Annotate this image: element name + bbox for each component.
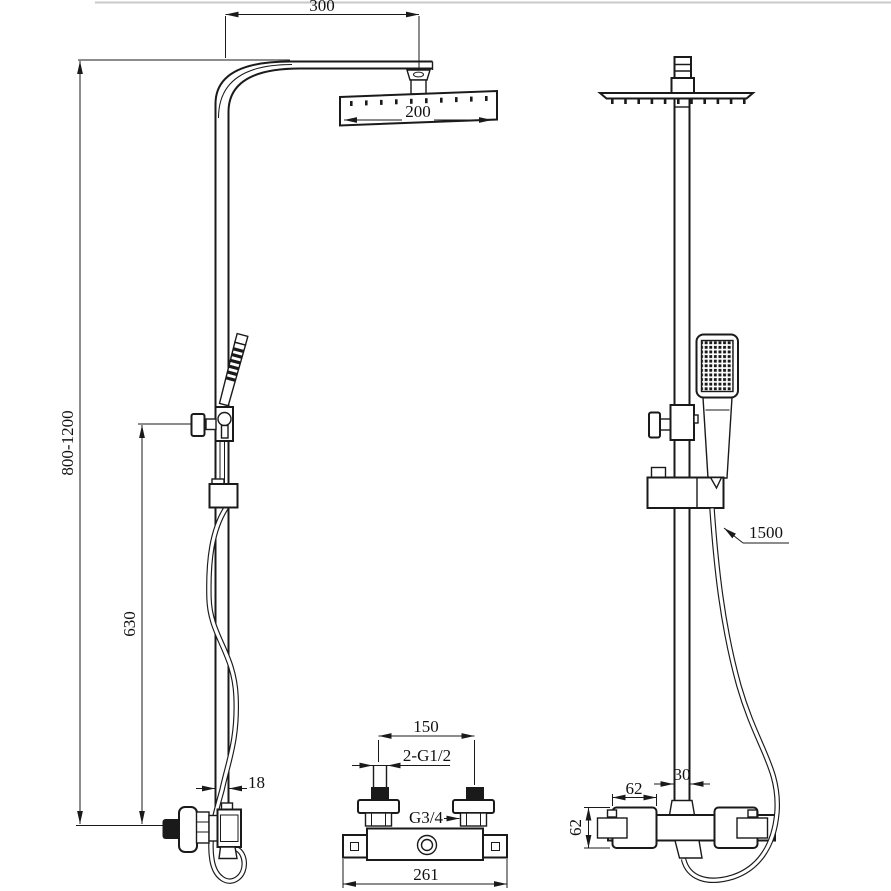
dim-261-label: 261 [413, 865, 439, 884]
pipe-coupler-front [208, 478, 239, 509]
valve-right-inlet [452, 787, 495, 827]
riser-pipe-side [673, 98, 691, 815]
dim-200-label: 200 [405, 102, 431, 121]
hand-shower-front [218, 332, 249, 407]
dim-630-label: 630 [120, 611, 139, 637]
dim-outlet-thread-label: G3/4 [409, 808, 444, 827]
valve-outlet-side [674, 839, 703, 859]
side-hose [680, 508, 780, 883]
slider-knob-side [648, 411, 661, 439]
riser-pipe-and-arm [214, 60, 434, 810]
dim-150-label: 150 [413, 717, 439, 736]
valve-front [162, 802, 242, 860]
wand-ribs [225, 347, 244, 382]
side-view: 1500 62 30 62 [566, 56, 789, 883]
valve-detail-view: 150 2-G1/2 G3/4 261 [342, 717, 508, 888]
hose-cone [709, 476, 723, 490]
valve-detail-dimensions: 150 2-G1/2 G3/4 261 [342, 717, 508, 888]
dim-300-label: 300 [309, 0, 335, 15]
hand-shower-side [695, 333, 739, 479]
dim-inlet-thread-label: 2-G1/2 [403, 746, 451, 765]
dim-62-height-label: 62 [566, 819, 585, 836]
slider-knob-front [190, 413, 206, 437]
nozzle-ticks-side [611, 99, 746, 104]
handset-holder-side [646, 466, 725, 509]
overhead-shower-side [597, 92, 756, 104]
nozzle-ticks [350, 96, 488, 106]
spray-face-grid [700, 339, 734, 393]
outlet-port [416, 834, 438, 856]
dim-18-label: 18 [248, 773, 265, 792]
top-connector-side [670, 56, 695, 94]
side-dimensions: 1500 62 30 62 [566, 523, 789, 849]
dim-62-width-label: 62 [626, 779, 643, 798]
slider-bracket-front [190, 406, 234, 442]
arm-connector [406, 69, 431, 95]
front-view: 200 [58, 0, 498, 884]
dim-800-1200-label: 800-1200 [58, 410, 77, 475]
dim-1500-label: 1500 [749, 523, 783, 542]
front-dimensions: 300 800-1200 630 18 [58, 0, 420, 826]
slider-bracket-side [648, 404, 699, 441]
front-hose [206, 506, 247, 884]
dim-30-label: 30 [674, 765, 691, 784]
overhead-shower-head: 200 [339, 89, 498, 127]
valve-left-inlet [357, 765, 400, 827]
valve-body-detail [342, 827, 508, 861]
valve-outlet-front [218, 846, 238, 860]
